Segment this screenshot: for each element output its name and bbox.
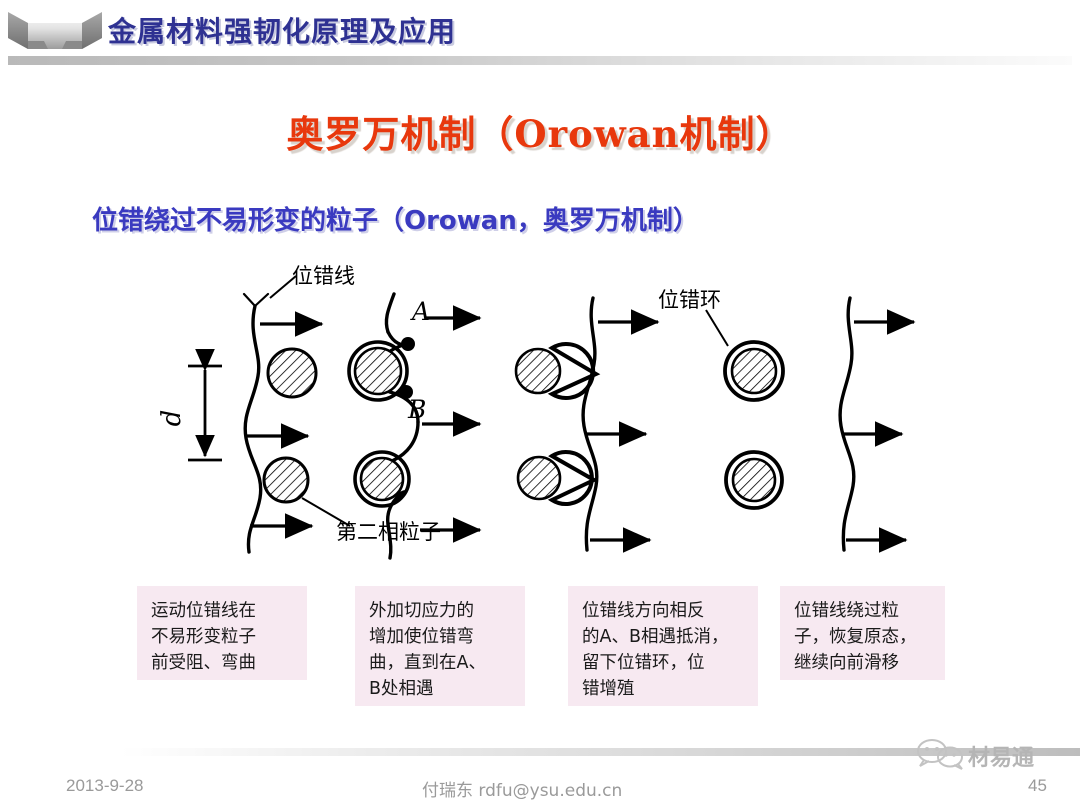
node-b-dot	[399, 385, 413, 399]
ribbon-banner-icon	[6, 8, 104, 52]
node-a-dot	[401, 337, 415, 351]
orowan-mechanism-diagram: d A B 位错线 第二相粒子 位错环	[150, 258, 940, 578]
node-a-label: A	[410, 297, 430, 326]
node-b-label: B	[407, 395, 426, 424]
caption-row: 运动位错线在 不易形变粒子 前受阻、弯曲 外加切应力的 增加使位错弯 曲，直到在…	[0, 586, 1080, 716]
page-title: 奥罗万机制（Orowan机制）	[286, 112, 794, 156]
page-number: 45	[1028, 776, 1047, 795]
wechat-icon	[910, 738, 1050, 770]
footer-author: 付瑞东 rdfu@ysu.edu.cn	[422, 781, 623, 801]
footer-divider	[120, 748, 1080, 756]
header-divider	[8, 56, 1072, 65]
shear-arrows	[246, 305, 916, 553]
particle-group-stage1	[262, 347, 318, 504]
caption-box-4: 位错线绕过粒 子，恢复原态， 继续向前滑移	[780, 586, 945, 680]
spacing-label: d	[157, 410, 187, 427]
dislocation-line-label: 位错线	[292, 264, 355, 288]
dislocation-loop-label: 位错环	[658, 288, 721, 312]
leader-lines	[269, 275, 729, 527]
brand-label: 材易通	[968, 745, 1035, 771]
header-title: 金属材料强韧化原理及应用	[108, 15, 457, 48]
particle-group-stage3	[514, 342, 601, 506]
caption-box-3: 位错线方向相反 的A、B相遇抵消， 留下位错环，位 错增殖	[568, 586, 758, 706]
footer-date: 2013-9-28	[66, 776, 144, 795]
subtitle: 位错绕过不易形变的粒子（Orowan，奥罗万机制）	[92, 206, 699, 236]
second-phase-particle-label: 第二相粒子	[336, 520, 441, 544]
particle-group-stage2	[347, 340, 411, 508]
caption-box-2: 外加切应力的 增加使位错弯 曲，直到在A、 B处相遇	[355, 586, 525, 706]
particle-group-stage4	[723, 340, 785, 510]
spacing-dimension	[188, 349, 222, 462]
caption-box-1: 运动位错线在 不易形变粒子 前受阻、弯曲	[137, 586, 307, 680]
